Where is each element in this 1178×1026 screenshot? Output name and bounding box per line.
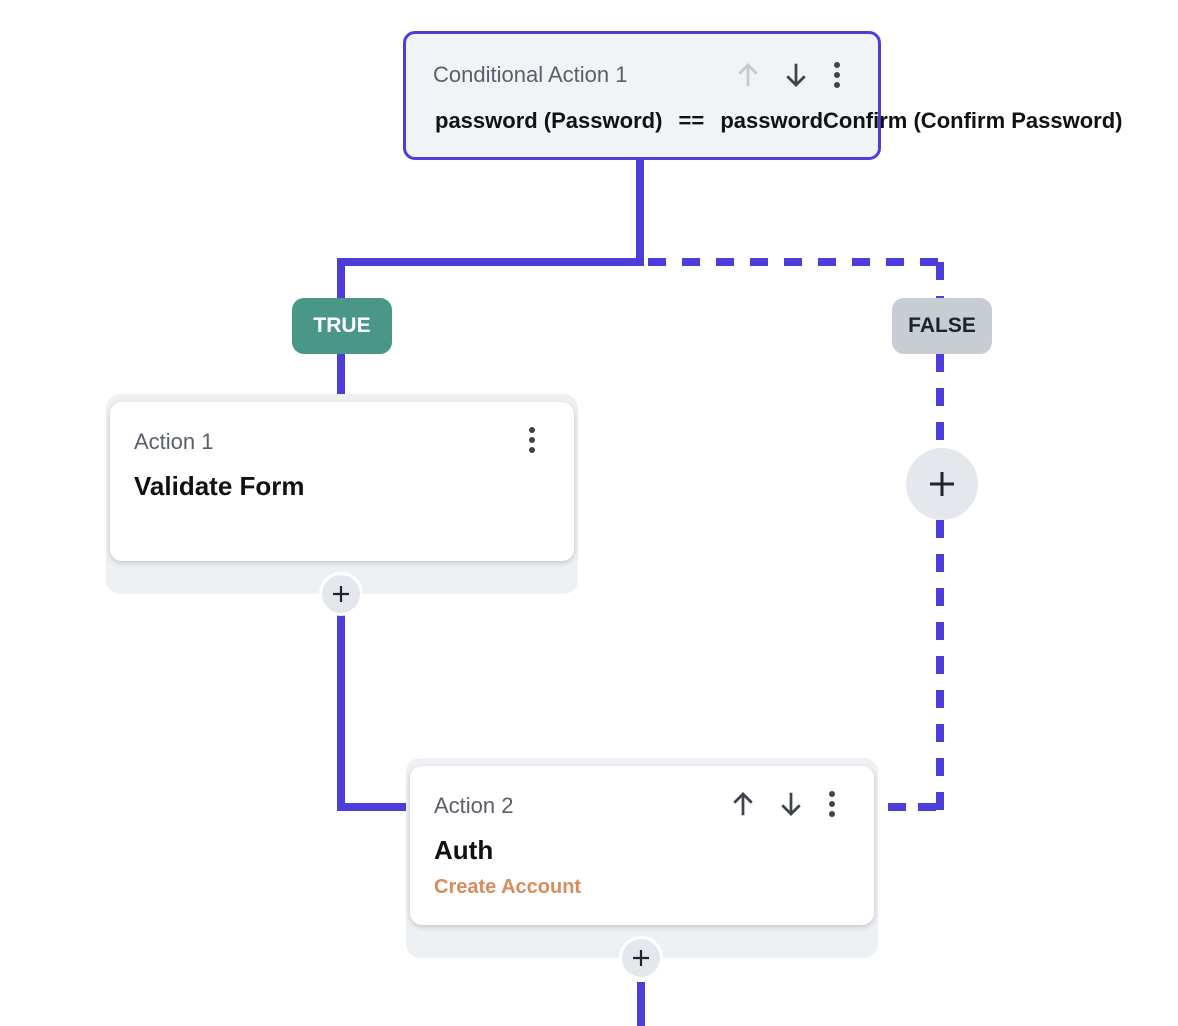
more-vert-icon[interactable] [817,789,847,819]
true-branch-badge: TRUE [292,298,392,354]
plus-icon [930,472,954,496]
action-2-label: Action 2 [434,793,514,818]
action-2-add-button[interactable] [619,936,663,980]
conditional-action-label: Conditional Action 1 [433,62,628,87]
more-vert-icon[interactable] [822,60,852,90]
plus-icon [633,950,649,966]
plus-icon [333,586,349,602]
action-1-add-button[interactable] [319,572,363,616]
more-vert-icon[interactable] [517,425,547,455]
false-branch-badge: FALSE [892,298,992,354]
arrow-down-icon[interactable] [776,789,806,819]
action-2-subtitle: Create Account [434,876,582,898]
action-1-label: Action 1 [134,429,214,454]
condition-expression: password (Password) == passwordConfirm (… [435,108,1133,134]
condition-right-operand: passwordConfirm (Confirm Password) [720,108,1123,133]
arrow-up-icon[interactable] [733,60,763,90]
action-2-title: Auth [434,835,494,865]
arrow-down-icon[interactable] [781,60,811,90]
condition-left-operand: password (Password) [435,108,663,133]
action-1-title: Validate Form [134,471,305,501]
condition-operator: == [678,108,705,133]
arrow-up-icon[interactable] [728,789,758,819]
false-branch-add-button[interactable] [906,448,978,520]
action-1-card[interactable]: Action 1 Validate Form [110,402,574,561]
conditional-action-card[interactable]: Conditional Action 1 password (Password)… [403,31,1123,160]
action-2-card[interactable]: Action 2 Auth Create Account [410,766,874,925]
